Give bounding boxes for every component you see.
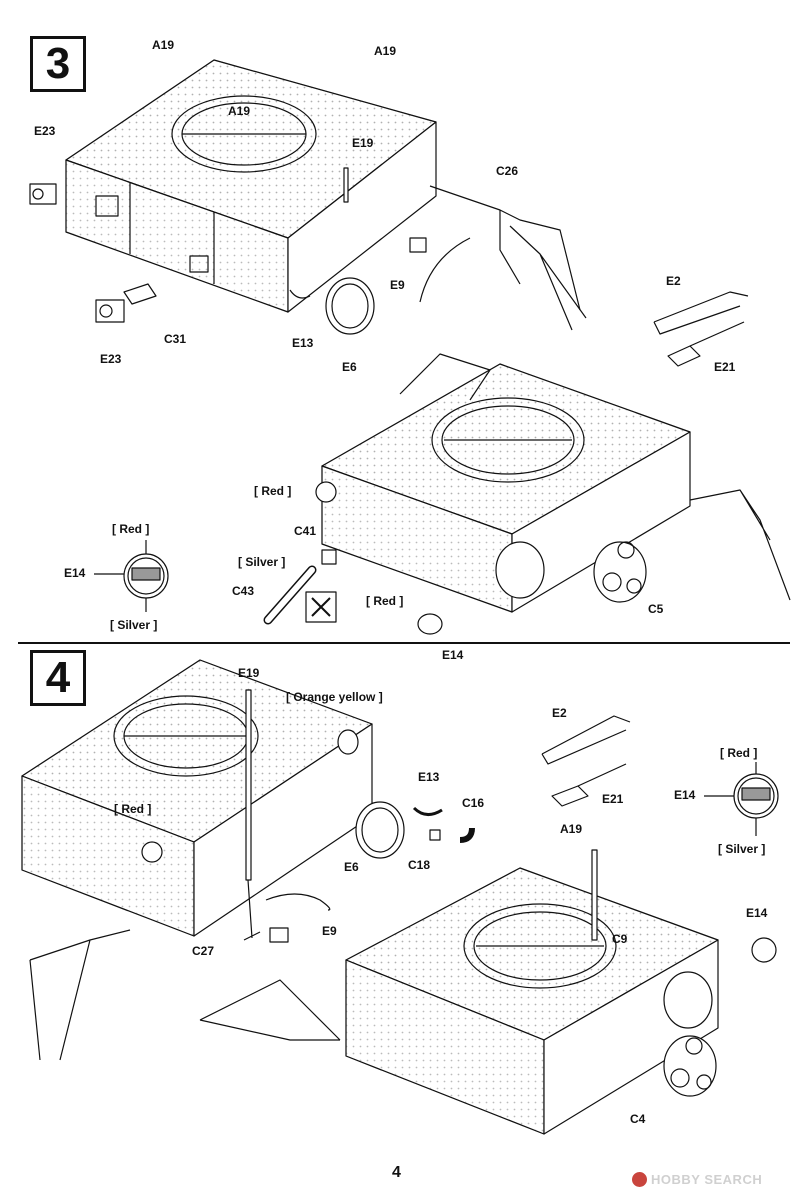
label-c16: C16 (462, 796, 485, 810)
inset-label-e14: E14 (64, 566, 86, 580)
label-e14: E14 (442, 648, 464, 662)
label-e6: E6 (342, 360, 357, 374)
label-e23: E23 (100, 352, 122, 366)
step4-inset-e14 (704, 762, 779, 836)
section-divider (18, 642, 790, 644)
label-e19: E19 (238, 666, 260, 680)
label-e13: E13 (292, 336, 314, 350)
step-number-text: 4 (45, 653, 71, 702)
label-e9: E9 (322, 924, 337, 938)
label-c4: C4 (630, 1112, 646, 1126)
label-a19: A19 (152, 38, 175, 52)
label-c31: C31 (164, 332, 187, 346)
step3-hull-lower (263, 353, 791, 635)
step3-hull-upper (65, 59, 437, 313)
label-a19: A19 (374, 44, 397, 58)
step4-hull-right (199, 715, 777, 1135)
label-a19: A19 (560, 822, 583, 836)
paint-red-label: [ Red ] (254, 484, 292, 498)
inset-paint-red-label: [ Red ] (720, 746, 758, 760)
inset-label-e14: E14 (674, 788, 696, 802)
label-c27: C27 (192, 944, 215, 958)
hobby-search-logo-icon (632, 1172, 647, 1187)
label-e21: E21 (714, 360, 736, 374)
inset-paint-red-label: [ Red ] (112, 522, 150, 536)
label-e13: E13 (418, 770, 440, 784)
step4-hull-left (21, 659, 475, 1061)
watermark-text: HOBBY SEARCH (651, 1172, 763, 1187)
label-e14: E14 (746, 906, 768, 920)
step-number-3: 3 (30, 36, 86, 92)
label-e6: E6 (344, 860, 359, 874)
label-a19: A19 (228, 104, 251, 118)
step3-inset-e14 (94, 540, 169, 612)
label-e23: E23 (34, 124, 56, 138)
watermark: HOBBY SEARCH (632, 1172, 762, 1187)
inset-paint-silver-label: [ Silver ] (110, 618, 158, 632)
paint-red-label: [ Red ] (114, 802, 152, 816)
label-e21: E21 (602, 792, 624, 806)
label-e2: E2 (552, 706, 567, 720)
cement-required-icon (305, 591, 337, 623)
paint-red-label: [ Red ] (366, 594, 404, 608)
paint-orange-yellow-label: [ Orange yellow ] (286, 690, 383, 704)
inset-paint-silver-label: [ Silver ] (718, 842, 766, 856)
label-c18: C18 (408, 858, 431, 872)
label-c9: C9 (612, 932, 628, 946)
label-e2: E2 (666, 274, 681, 288)
label-c26: C26 (496, 164, 519, 178)
label-c43: C43 (232, 584, 255, 598)
label-c5: C5 (648, 602, 664, 616)
step-number-4: 4 (30, 650, 86, 706)
step3-parts (29, 167, 749, 367)
label-e19: E19 (352, 136, 374, 150)
step-number-text: 3 (45, 39, 71, 88)
label-e9: E9 (390, 278, 405, 292)
paint-silver-label: [ Silver ] (238, 555, 286, 569)
page-number: 4 (392, 1164, 401, 1181)
label-c41: C41 (294, 524, 317, 538)
